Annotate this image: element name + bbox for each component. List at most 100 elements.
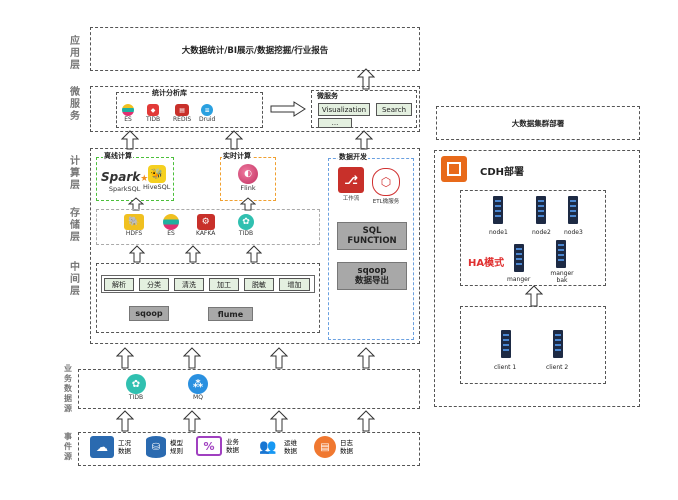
node3-label: node3 (564, 229, 583, 236)
sqoop-export-line2: 数据导出 (354, 276, 389, 286)
arrow-up-event-to-biz-3 (270, 410, 288, 432)
devbox-item-label: 工作流 (342, 196, 360, 202)
more-button[interactable]: ... (318, 118, 352, 128)
layer-label-app: 应用层 (70, 36, 80, 71)
server-node1-icon (493, 196, 503, 224)
arrow-up-compute-to-stat-right (225, 130, 243, 150)
realtime-compute-title: 实时计算 (222, 151, 252, 161)
event-item-logdata: ▤ 日志数据 (314, 436, 354, 458)
server-node3-icon (568, 196, 578, 224)
middle-btn-parse[interactable]: 解析 (104, 278, 134, 291)
middle-layer-box (96, 263, 320, 333)
es-icon (163, 214, 179, 230)
etl-cube-icon: ⬡ (372, 168, 400, 196)
node1-label: node1 (489, 229, 508, 236)
middle-btn-classify[interactable]: 分类 (139, 278, 169, 291)
layer-label-storage: 存储层 (70, 208, 80, 243)
server-manager-icon (514, 244, 524, 272)
es-icon (122, 104, 134, 116)
workflow-icon: ⎇ (338, 167, 364, 193)
microservice-title: 微服务 (317, 92, 338, 100)
offline-item-label: HiveSQL (143, 183, 171, 191)
client2-label: client 2 (546, 364, 569, 371)
node2-label: node2 (532, 229, 551, 236)
event-item-label: 运维数据 (284, 439, 297, 455)
stat-lib-item-tidb: ◆ TIDB (146, 104, 160, 123)
cdh-deploy-box (434, 150, 640, 407)
stat-lib-item-druid: ≡ Druid (199, 104, 215, 123)
stat-lib-item-redis: ▤ REDIS (173, 104, 191, 123)
arrow-up-compute-to-stat-left (121, 130, 139, 150)
arrow-up-biz-to-core-2 (183, 347, 201, 369)
spark-logo-icon: Spark★ (101, 169, 148, 185)
arrow-up-biz-to-core-4 (357, 347, 375, 369)
storage-item-kafka: ⚙ KAFKA (196, 214, 215, 237)
ha-cluster-box (460, 190, 606, 286)
storage-item-es: ES (163, 214, 179, 237)
deploy-title-box (436, 106, 640, 140)
client1-label: client 1 (494, 364, 517, 371)
spark-logo-text: Spark (101, 170, 141, 184)
flink-squirrel-icon: ◐ (238, 164, 258, 184)
arrow-up-devbox-to-microservice (355, 130, 373, 150)
stat-lib-box (116, 92, 263, 128)
biz-item-label: TIDB (128, 394, 144, 401)
hdfs-elephant-icon: 🐘 (124, 214, 144, 230)
devbox-item-label: ETL微服务 (372, 199, 400, 205)
layer-label-eventsrc: 事件源 (64, 432, 72, 461)
hive-bee-icon: 🐝 (147, 165, 166, 183)
stat-lib-item-label: REDIS (173, 116, 192, 123)
middle-btn-add[interactable]: 增加 (279, 278, 310, 291)
offline-item-sparksql: Spark★ SparkSQL (101, 169, 148, 193)
manager-label: manger (507, 276, 531, 283)
layer-label-compute: 计算层 (70, 156, 80, 191)
biz-item-tidb: ✿ TIDB (126, 374, 146, 401)
storage-item-label: KAFKA (196, 230, 216, 237)
druid-icon: ≡ (201, 104, 214, 116)
server-node2-icon (536, 196, 546, 224)
sql-function-line2: FUNCTION (347, 236, 397, 246)
people-group-icon: 👥 (259, 439, 277, 455)
storage-item-label: HDFS (125, 230, 143, 237)
storage-layer-box (96, 209, 320, 245)
layer-label-middle: 中间层 (70, 262, 80, 297)
kafka-icon: ⚙ (196, 214, 215, 230)
realtime-item-label: Flink (240, 184, 256, 192)
arrow-up-micro-to-app (357, 68, 375, 90)
arrow-up-middle-to-storage-3 (246, 245, 262, 263)
storage-item-label: ES (167, 230, 175, 237)
clients-box (460, 306, 606, 384)
middle-btn-clean[interactable]: 清洗 (174, 278, 204, 291)
arrow-up-clients-to-cluster (525, 285, 543, 307)
spark-star-icon: ★ (140, 174, 149, 184)
biz-source-box (78, 369, 420, 409)
offline-compute-title: 离线计算 (103, 151, 133, 161)
arrow-up-storage-to-offline (128, 197, 144, 211)
sqoop-tool-button[interactable]: sqoop (129, 306, 169, 321)
layer-label-micro: 微服务 (70, 87, 80, 122)
factory-icon: ☁ (90, 436, 114, 458)
event-item-opsdata: 👥 运维数据 (256, 436, 298, 458)
middle-buttons-row (101, 275, 315, 293)
devbox (328, 158, 414, 340)
offline-item-hivesql: 🐝 HiveSQL (143, 165, 170, 191)
visualization-button[interactable]: Visualization (318, 103, 370, 116)
flume-tool-button[interactable]: flume (208, 307, 253, 321)
storage-item-tidb: ✿ TIDB (238, 214, 254, 237)
devbox-title: 数据开发 (338, 152, 368, 162)
middle-btn-desensitize[interactable]: 脱敏 (244, 278, 274, 291)
stat-lib-item-es: ES (122, 104, 134, 123)
middle-btn-process[interactable]: 加工 (209, 278, 239, 291)
devbox-item-etl: ⬡ ETL微服务 (372, 168, 400, 205)
cdh-title: CDH部署 (480, 167, 525, 178)
stat-lib-item-label: ES (124, 116, 132, 123)
log-document-icon: ▤ (314, 436, 336, 458)
stat-lib-title: 统计分析库 (150, 88, 189, 98)
sqoop-export-line1: sqoop (357, 266, 387, 276)
search-button[interactable]: Search (376, 103, 412, 116)
sql-function-button[interactable]: SQL FUNCTION (337, 222, 407, 250)
sqoop-export-button[interactable]: sqoop 数据导出 (337, 262, 407, 290)
cdh-logo-inner-icon (447, 162, 461, 176)
devbox-item-workflow: ⎇ 工作流 (338, 167, 364, 202)
arrow-up-biz-to-core-1 (116, 347, 134, 369)
